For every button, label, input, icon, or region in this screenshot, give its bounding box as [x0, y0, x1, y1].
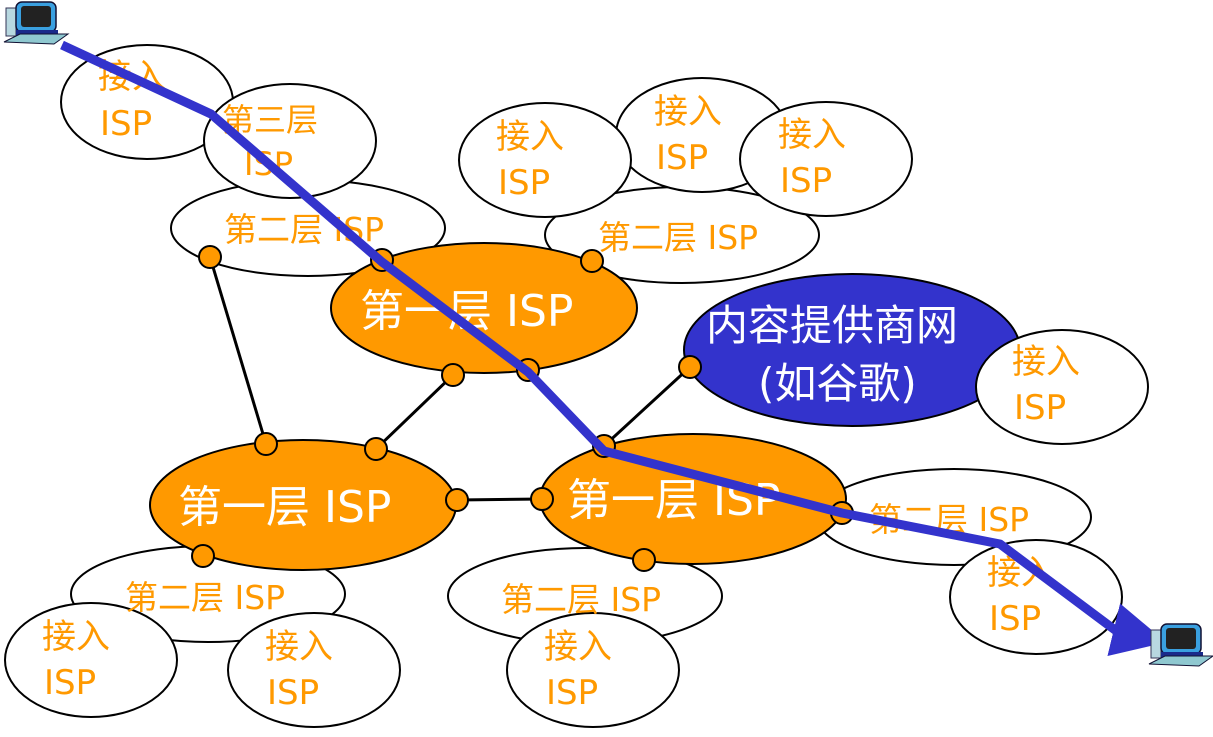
link [374, 373, 455, 451]
access-isp-label: ISP [267, 673, 319, 713]
content-provider-label: (如谷歌) [758, 359, 917, 408]
access-isp-label: 接入 [1012, 342, 1080, 382]
desktop-computer-icon [3, 1, 70, 45]
router-node [254, 432, 278, 456]
tier1-isp-ellipse [330, 242, 638, 374]
access-isp-label: 接入 [496, 117, 564, 157]
access-isp-label: ISP [780, 161, 832, 201]
tier2-isp-label: 第二层 ISP [125, 578, 285, 617]
router-node [364, 437, 388, 461]
tier2-isp-label: 第二层 ISP [501, 580, 661, 619]
router-node [530, 487, 554, 511]
tier3-isp-ellipse [203, 83, 377, 199]
access-isp-label: 接入 [544, 627, 612, 667]
access-isp-label: 接入 [654, 92, 722, 132]
content-provider-label: 内容提供商网 [706, 301, 958, 350]
router-node [198, 245, 222, 269]
router-node [441, 363, 465, 387]
tier2-isp-label: 第二层 ISP [598, 218, 758, 257]
access-isp-ellipse [227, 612, 401, 728]
access-isp-label: ISP [989, 599, 1041, 639]
link [602, 365, 692, 448]
access-isp-label: 接入 [778, 115, 846, 155]
access-isp-label: 接入 [42, 617, 110, 657]
access-isp-ellipse [506, 612, 680, 728]
tier1-isp-label: 第一层 ISP [567, 475, 780, 526]
access-isp-ellipse [949, 539, 1123, 655]
tier1-isp-label: 第一层 ISP [178, 482, 391, 533]
router-node [191, 544, 215, 568]
link [456, 497, 543, 502]
router-node [580, 249, 604, 273]
desktop-computer-icon [1148, 623, 1213, 667]
router-node [632, 548, 656, 572]
access-isp-ellipse [4, 602, 178, 718]
router-node [445, 488, 469, 512]
router-node [678, 355, 702, 379]
access-isp-label: ISP [100, 104, 152, 144]
access-isp-label: ISP [498, 163, 550, 203]
link [208, 256, 268, 445]
access-isp-ellipse [975, 329, 1149, 445]
access-isp-ellipse [458, 102, 632, 218]
access-isp-label: ISP [546, 673, 598, 713]
access-isp-label: ISP [656, 138, 708, 178]
access-isp-label: ISP [44, 663, 96, 703]
packet-path-arrow [60, 40, 1167, 656]
access-isp-label: ISP [1014, 388, 1066, 428]
access-isp-label: 接入 [265, 627, 333, 667]
access-isp-ellipse [739, 101, 913, 217]
